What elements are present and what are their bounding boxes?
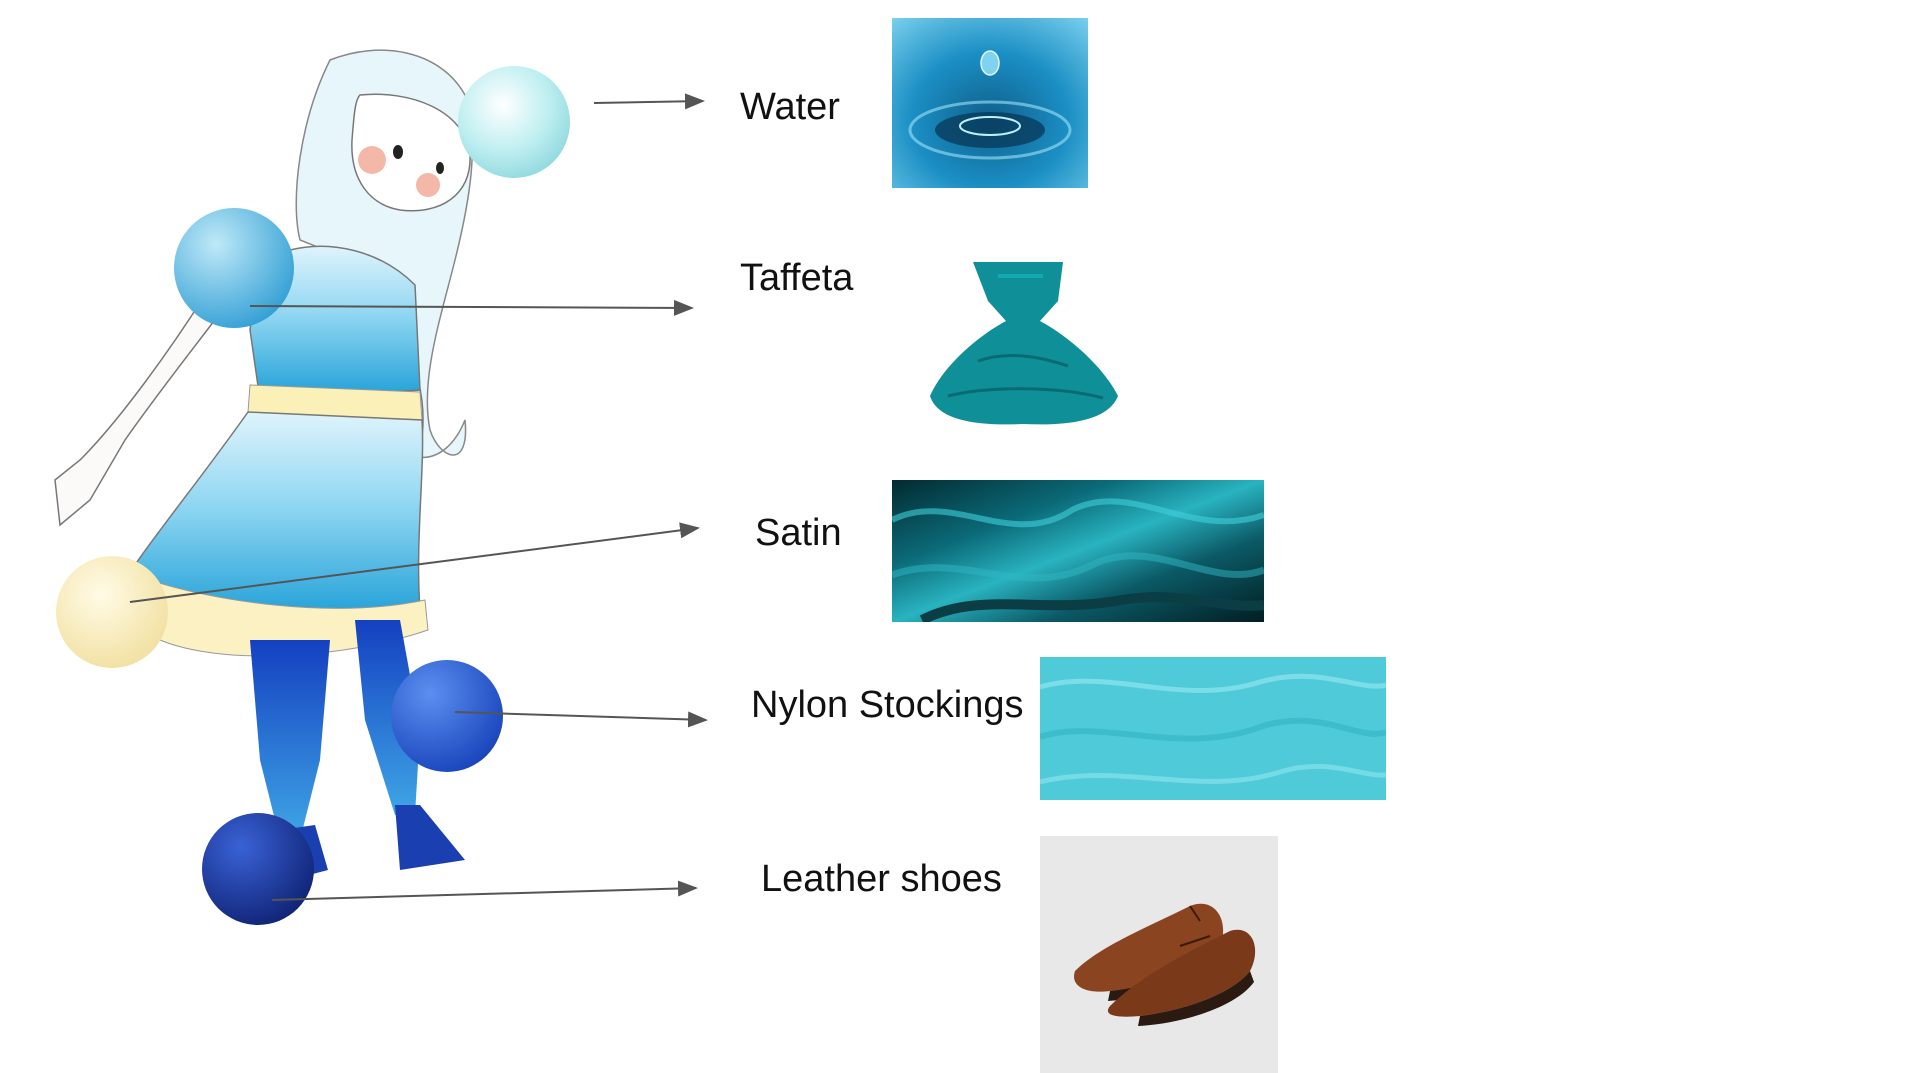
- label-taffeta: Taffeta: [740, 257, 854, 299]
- arrow-taffeta: [249, 299, 694, 316]
- water-image: [892, 18, 1088, 188]
- water-sphere: [458, 66, 570, 178]
- face: [351, 93, 471, 212]
- left-stocking: [250, 640, 330, 840]
- right-stocking: [355, 620, 420, 815]
- arrow-leather: [271, 880, 698, 901]
- leather-shoes-image: [1040, 836, 1278, 1073]
- label-water: Water: [740, 86, 840, 128]
- label-satin: Satin: [755, 512, 842, 554]
- arrow-satin: [129, 522, 700, 603]
- label-leather-shoes: Leather shoes: [761, 858, 1002, 900]
- taffeta-image: [918, 256, 1128, 431]
- satin-image: [892, 480, 1264, 622]
- taffeta-sphere: [174, 208, 294, 328]
- satin-sphere: [56, 556, 168, 668]
- arrow-water: [593, 93, 705, 110]
- label-nylon-stockings: Nylon Stockings: [751, 684, 1024, 726]
- left-arm: [54, 294, 232, 527]
- nylon-sphere: [391, 660, 503, 772]
- nylon-image: [1040, 657, 1386, 800]
- leather-sphere: [202, 813, 314, 925]
- arrow-nylon: [454, 711, 708, 728]
- right-shoe: [395, 805, 465, 870]
